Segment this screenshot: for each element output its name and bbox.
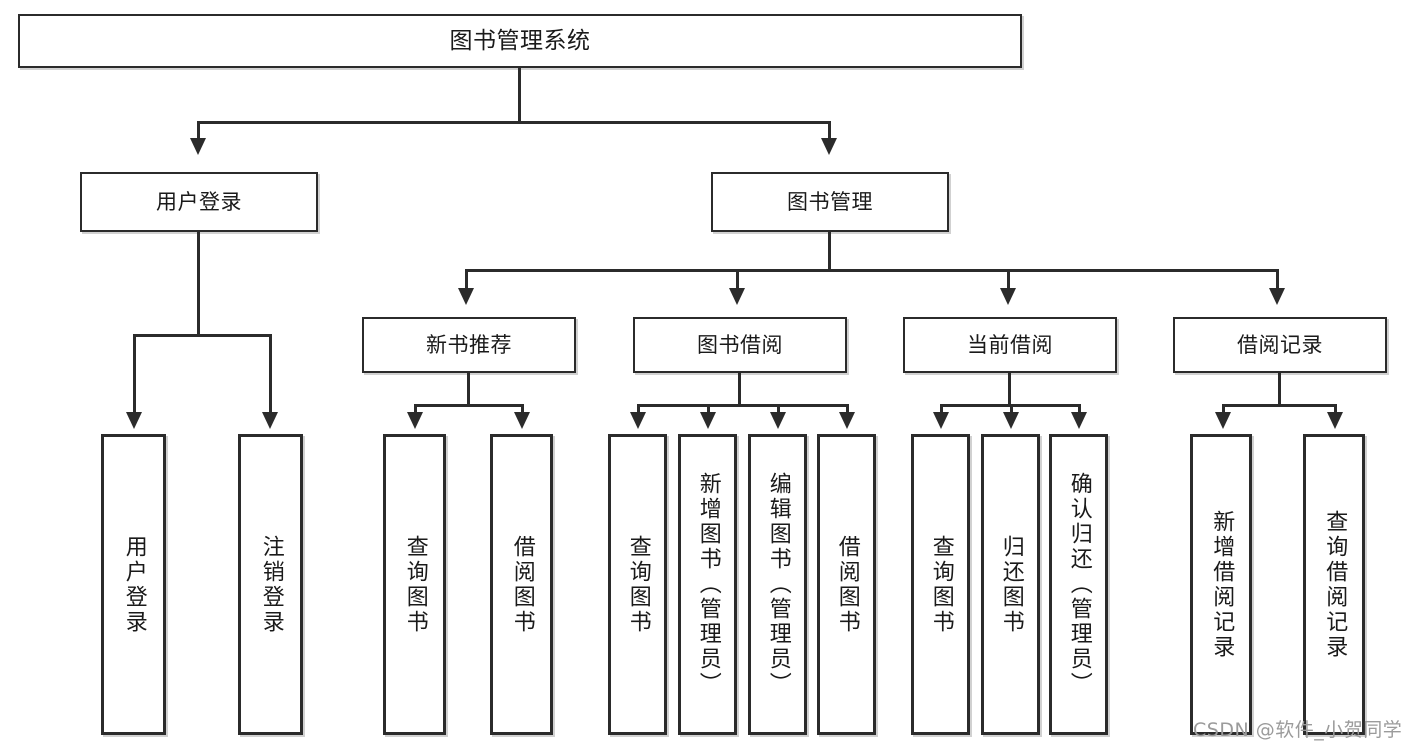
connector-borrow-record-to-leaf-2 [1334,404,1337,418]
node-leaf-user-login[interactable]: 用户登录 [101,434,166,735]
connector-new-book-rec-to-leaf-2 [521,404,524,418]
node-leaf-query-record[interactable]: 查询借阅记录 [1303,434,1365,735]
connector-book-borrow-to-leaf-3 [777,404,780,418]
node-user-login[interactable]: 用户登录 [80,172,318,232]
connector-root-to-book-manage [828,121,831,141]
connector-root-stem [518,68,521,124]
node-leaf-confirm-return[interactable]: 确认归还（管理员） [1049,434,1108,735]
csdn-watermark: CSDN @软件_小贺同学 [1193,719,1403,741]
node-label: 归还图书 [998,534,1024,635]
node-current-borrow[interactable]: 当前借阅 [903,317,1117,373]
connector-user-login-to-leaf-2 [269,334,272,418]
node-label: 用户登录 [121,534,147,635]
arrowhead-current-borrow-to-leaf-1 [933,412,949,429]
node-label: 查询借阅记录 [1322,509,1348,660]
connector-root-to-user-login [197,121,200,141]
connector-book-manage-to-l3-3 [1007,269,1010,292]
connector-borrow-record-stem [1278,373,1281,406]
connector-book-borrow-to-leaf-1 [637,404,640,418]
node-label: 新增图书（管理员） [695,472,721,697]
node-label: 借阅记录 [1237,332,1323,357]
arrowhead-book-manage-to-l3-1 [458,288,474,305]
arrowhead-borrow-record-to-leaf-1 [1215,412,1231,429]
connector-book-borrow-to-leaf-2 [707,404,710,418]
node-leaf-query-book-3[interactable]: 查询图书 [911,434,970,735]
connector-current-borrow-to-leaf-1 [940,404,943,418]
node-leaf-query-book-1[interactable]: 查询图书 [383,434,446,735]
connector-root-bus [197,121,831,124]
node-label: 新书推荐 [426,332,512,357]
arrowhead-book-manage-to-l3-4 [1269,288,1285,305]
connector-borrow-record-to-leaf-1 [1222,404,1225,418]
node-label: 确认归还（管理员） [1066,472,1092,697]
connector-book-borrow-bus [637,404,849,407]
connector-new-book-rec-stem [467,373,470,406]
node-book-manage[interactable]: 图书管理 [711,172,949,232]
connector-current-borrow-stem [1008,373,1011,406]
node-leaf-query-book-2[interactable]: 查询图书 [608,434,667,735]
node-label: 编辑图书（管理员） [765,472,791,697]
arrowhead-borrow-record-to-leaf-2 [1327,412,1343,429]
node-label: 借阅图书 [834,534,860,635]
arrowhead-new-book-rec-to-leaf-1 [407,412,423,429]
connector-current-borrow-to-leaf-2 [1010,404,1013,418]
connector-book-manage-bus [465,269,1279,272]
node-label: 新增借阅记录 [1209,509,1235,660]
connector-book-manage-to-l3-1 [465,269,468,292]
arrowhead-current-borrow-to-leaf-3 [1071,412,1087,429]
node-label: 当前借阅 [967,332,1053,357]
node-label: 查询图书 [402,534,428,635]
connector-new-book-rec-to-leaf-1 [414,404,417,418]
node-label: 图书管理系统 [449,27,591,54]
arrowhead-root-to-user-login [190,138,206,155]
arrowhead-book-borrow-to-leaf-2 [700,412,716,429]
node-label: 图书管理 [787,189,873,214]
arrowhead-book-manage-to-l3-3 [1000,288,1016,305]
arrowhead-book-borrow-to-leaf-1 [630,412,646,429]
connector-new-book-rec-bus [414,404,524,407]
node-leaf-user-logout[interactable]: 注销登录 [238,434,303,735]
arrowhead-new-book-rec-to-leaf-2 [514,412,530,429]
arrowhead-current-borrow-to-leaf-2 [1003,412,1019,429]
connector-user-login-stem [197,232,200,336]
connector-book-manage-to-l3-4 [1276,269,1279,292]
connector-book-borrow-to-leaf-4 [846,404,849,418]
node-label: 借阅图书 [509,534,535,635]
arrowhead-root-to-book-manage [821,138,837,155]
node-new-book-rec[interactable]: 新书推荐 [362,317,576,373]
connector-book-manage-to-l3-2 [736,269,739,292]
arrowhead-book-borrow-to-leaf-4 [839,412,855,429]
node-leaf-add-book[interactable]: 新增图书（管理员） [678,434,737,735]
node-label: 查询图书 [625,534,651,635]
connector-user-login-bus [133,334,269,337]
connector-user-login-to-leaf-1 [133,334,136,418]
arrowhead-book-manage-to-l3-2 [729,288,745,305]
node-book-borrow[interactable]: 图书借阅 [633,317,847,373]
connector-book-borrow-stem [738,373,741,406]
arrowhead-user-login-to-leaf-2 [262,412,278,429]
node-label: 图书借阅 [697,332,783,357]
connector-borrow-record-bus [1222,404,1337,407]
node-leaf-borrow-book-1[interactable]: 借阅图书 [490,434,553,735]
arrowhead-user-login-to-leaf-1 [126,412,142,429]
node-borrow-record[interactable]: 借阅记录 [1173,317,1387,373]
node-leaf-return-book[interactable]: 归还图书 [981,434,1040,735]
arrowhead-book-borrow-to-leaf-3 [770,412,786,429]
node-root-system[interactable]: 图书管理系统 [18,14,1022,68]
connector-current-borrow-to-leaf-3 [1078,404,1081,418]
node-leaf-borrow-book-2[interactable]: 借阅图书 [817,434,876,735]
node-leaf-edit-book[interactable]: 编辑图书（管理员） [748,434,807,735]
node-label: 查询图书 [928,534,954,635]
connector-book-manage-stem [828,232,831,272]
node-label: 用户登录 [156,189,242,214]
node-leaf-add-record[interactable]: 新增借阅记录 [1190,434,1252,735]
node-label: 注销登录 [258,534,284,635]
